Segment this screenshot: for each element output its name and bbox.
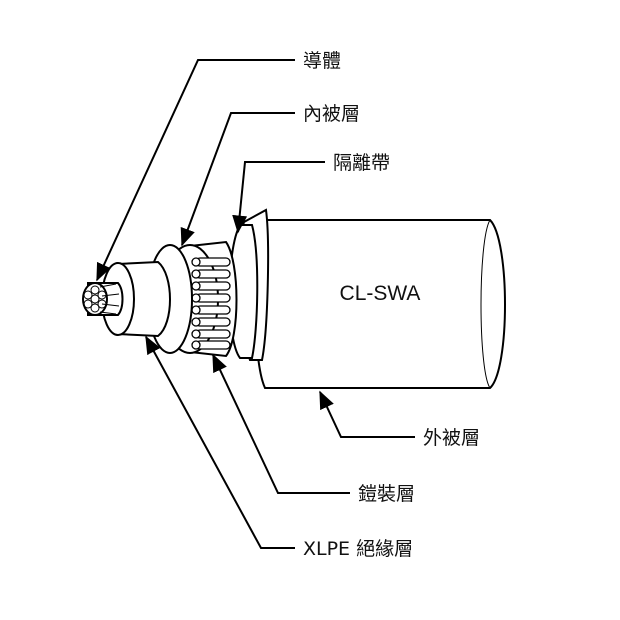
armour-wire bbox=[195, 317, 231, 327]
armour-wire-end bbox=[191, 269, 201, 279]
conductor-label: 導體 bbox=[303, 50, 341, 72]
armour-wire bbox=[195, 305, 231, 315]
armour-wire-end bbox=[191, 317, 201, 327]
cable-name-label: CL-SWA bbox=[340, 282, 421, 305]
armour-wire-end bbox=[191, 293, 201, 303]
armour-wire bbox=[195, 269, 231, 279]
armour-wire bbox=[195, 257, 231, 267]
armour-wire bbox=[195, 329, 231, 339]
armour-leader bbox=[212, 353, 350, 494]
armour-wire-end bbox=[191, 305, 201, 315]
separator-tape-label: 隔離帶 bbox=[333, 152, 390, 174]
inner-sheath-label: 內被層 bbox=[303, 103, 360, 125]
armour-wire-end bbox=[191, 329, 201, 339]
armour-wire bbox=[195, 281, 231, 291]
insulation-leader bbox=[145, 335, 295, 549]
armour-wire bbox=[195, 293, 231, 303]
armour-wire-end bbox=[191, 340, 201, 350]
separator-tape-layer bbox=[228, 208, 270, 361]
armour-wire-end bbox=[191, 281, 201, 291]
separator-tape-leader bbox=[232, 161, 325, 234]
outer-sheath-leader bbox=[319, 390, 415, 438]
armour-wire-end bbox=[191, 257, 201, 267]
armour-wire-group bbox=[191, 257, 231, 350]
outer-sheath-label: 外被層 bbox=[423, 427, 480, 449]
armour-label: 鎧裝層 bbox=[358, 483, 415, 505]
conductor-leader bbox=[96, 59, 295, 282]
inner-sheath-leader bbox=[180, 112, 295, 247]
conductor-strands bbox=[82, 282, 124, 316]
insulation-label: XLPE 絕緣層 bbox=[303, 538, 413, 560]
armour-wire bbox=[195, 340, 231, 350]
